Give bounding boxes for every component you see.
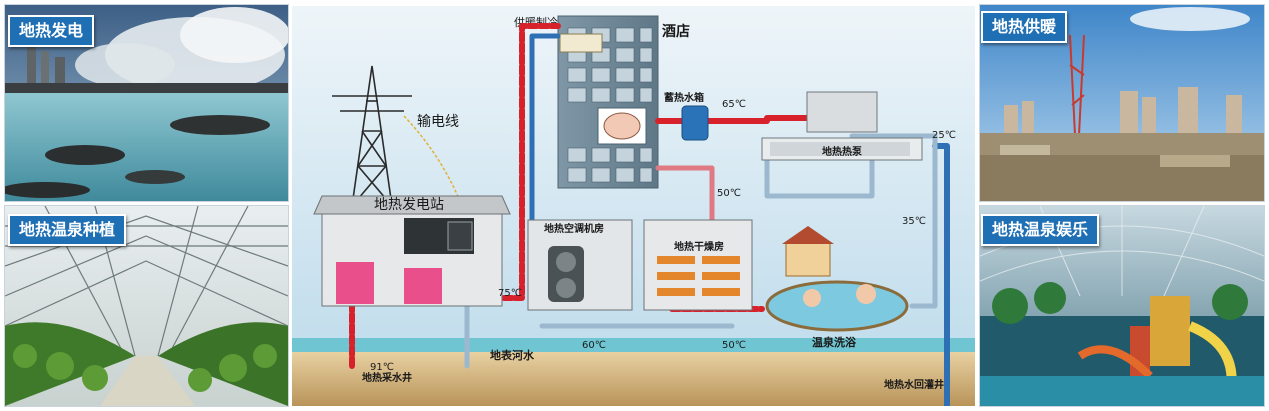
temp-65-label: 65℃ [722,99,746,110]
ac-plant-room [527,219,633,311]
power-station-label: 地热发电站 [374,197,444,213]
hotel-label: 酒店 [662,23,690,40]
surface-water-layer [292,338,975,352]
production-well-label: 地热采水井 [362,371,412,384]
reinjection-well-label: 地热水回灌井 [884,378,944,391]
temp-60-label: 60℃ [582,340,606,351]
power-station [313,195,511,307]
photo-greenhouse-planting: 地热温泉种植 [5,206,288,406]
power-line-label: 输电线 [417,114,459,130]
ac-room-label: 地热空调机房 [544,222,604,235]
temp-75-label: 75℃ [498,288,522,299]
photo-hotspring-entertainment: 地热温泉娱乐 [980,206,1264,406]
heat-pump-label: 地热热泵 [822,145,863,158]
geothermal-system-diagram: 输电线 酒店 供暖制冷 蓄热水箱 65℃ [292,6,975,406]
hot-spring-label: 温泉洗浴 [812,335,857,349]
photo-geothermal-power: 地热发电 [5,5,288,201]
temp-50-bottom-label: 50℃ [722,340,746,351]
drying-room-label: 地热干燥房 [674,240,724,253]
storage-tank-label: 蓄热水箱 [664,91,704,104]
panel-label-power: 地热发电 [8,15,95,47]
surface-river-label: 地表河水 [490,348,535,362]
temp-35-label: 35℃ [902,216,926,227]
temp-91-label: 91℃ [370,362,394,373]
panel-label-planting: 地热温泉种植 [8,214,127,246]
temp-25-label: 25℃ [932,130,956,141]
temp-50-top-label: 50℃ [717,188,741,199]
ground-layer [292,351,975,406]
photo-geothermal-heating: 地热供暖 [980,5,1264,201]
hot-spring-pool [765,226,909,332]
panel-label-entertainment: 地热温泉娱乐 [981,214,1100,246]
panel-label-heating: 地热供暖 [981,11,1068,43]
heat-pump [761,91,923,161]
ac-indoor-unit [559,33,603,53]
drying-room [643,219,753,311]
storage-tank [681,105,709,141]
